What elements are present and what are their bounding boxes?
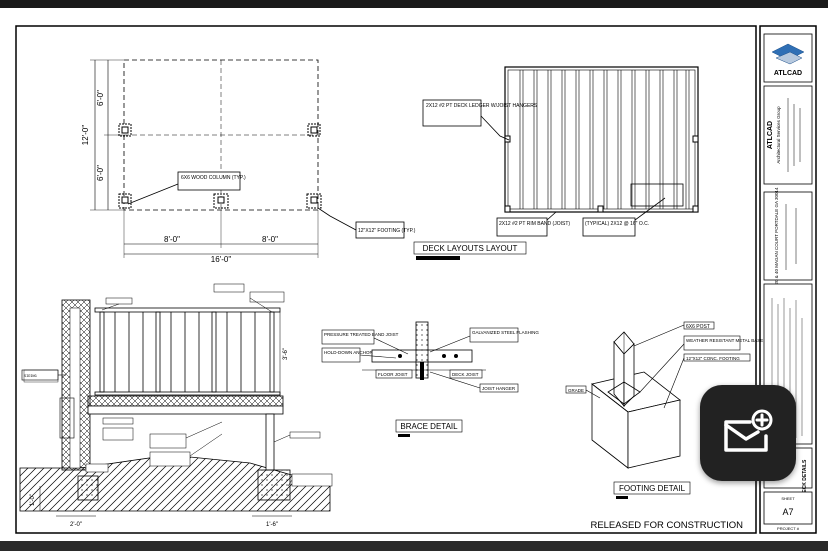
dim-right: 8'-0"	[262, 235, 278, 244]
mail-plus-icon	[724, 409, 773, 452]
project-number-label: PROJECT #	[777, 526, 800, 531]
deck-section: SIDING	[19, 283, 333, 528]
compose-mail-button[interactable]	[700, 385, 796, 481]
deck-layouts-title: DECK LAYOUTS LAYOUT	[413, 241, 527, 260]
title-deck-layouts: DECK LAYOUTS LAYOUT	[423, 244, 518, 253]
dim-upper: 6'-0"	[96, 90, 105, 106]
sheet-label: SHEET	[781, 496, 795, 501]
label-joist-hanger: JOIST HANGER	[482, 386, 516, 391]
dim-total-height: 12'-0"	[81, 125, 90, 146]
label-conc-footing: 12"X12" CONC. FOOTING	[686, 356, 740, 361]
deck-plan: 12'-0" 6'-0" 6'-0" 8'-0" 8'-0" 16'-0" 6X…	[81, 59, 416, 264]
logo-text: ATLCAD	[774, 70, 802, 77]
title-brace-detail: BRACE DETAIL	[400, 422, 458, 431]
dim-total-width: 16'-0"	[211, 255, 232, 264]
title-footing-detail: FOOTING DETAIL	[619, 484, 686, 493]
label-band-joist: PRESSURE TREATED BAND JOIST	[324, 332, 399, 337]
footing-detail: 6X6 POST WEATHER RESISTANT METAL BASE PL…	[565, 321, 778, 499]
viewer-bottom-bar	[0, 541, 828, 551]
label-ledger: 2X12 #2 PT DECK LEDGER W/JOIST HANGERS	[426, 103, 538, 109]
label-column: 6X6 WOOD COLUMN (TYP.)	[181, 175, 246, 181]
framing-plan: 2X12 #2 PT DECK LEDGER W/JOIST HANGERS 2…	[422, 66, 699, 237]
dim-lower: 6'-0"	[96, 165, 105, 181]
label-grade: GRADE	[568, 388, 584, 393]
dim-footing-left: 2'-0"	[70, 522, 82, 528]
project-address: 20 & 40 MAGAN COURT PORTDALE GA 30014	[774, 187, 779, 285]
dim-left: 8'-0"	[164, 235, 180, 244]
svg-text:SIDING: SIDING	[24, 375, 37, 379]
label-hold-down: HOLD-DOWN ANCHOR	[324, 350, 374, 355]
label-post: 6X6 POST	[686, 324, 710, 330]
released-note: RELEASED FOR CONSTRUCTION	[590, 520, 743, 531]
title-block-border	[759, 25, 817, 534]
label-floor-joist: FLOOR JOIST	[378, 372, 408, 377]
dim-footing-depth: 1'-0"	[30, 494, 36, 506]
label-metal-base: WEATHER RESISTANT METAL BASE PLATE	[686, 338, 778, 343]
label-rim: 2X12 #2 PT RIM BAND (JOIST)	[499, 221, 570, 227]
sheet-border	[15, 25, 757, 534]
company-name: ATLCAD	[767, 121, 774, 149]
brace-detail: PRESSURE TREATED BAND JOIST HOLD-DOWN AN…	[321, 321, 539, 437]
label-joist-typical: (TYPICAL) 2X12 @ 16" O.C.	[585, 221, 649, 227]
dim-footing-right: 1'-6"	[266, 522, 278, 528]
label-galv-flashing: GALVANIZED STEEL FLASHING	[472, 330, 539, 335]
sheet-title: DECK DETAILS	[802, 459, 808, 496]
label-deck-joist: DECK JOIST	[452, 372, 479, 377]
label-footing: 12"X12" FOOTING (TYP.)	[358, 228, 416, 234]
sheet-number: A7	[782, 507, 793, 517]
company-subtitle: Architectural Services Group	[776, 106, 781, 164]
dim-rail-height: 3'-6"	[283, 348, 289, 360]
viewer-top-bar	[0, 0, 828, 8]
